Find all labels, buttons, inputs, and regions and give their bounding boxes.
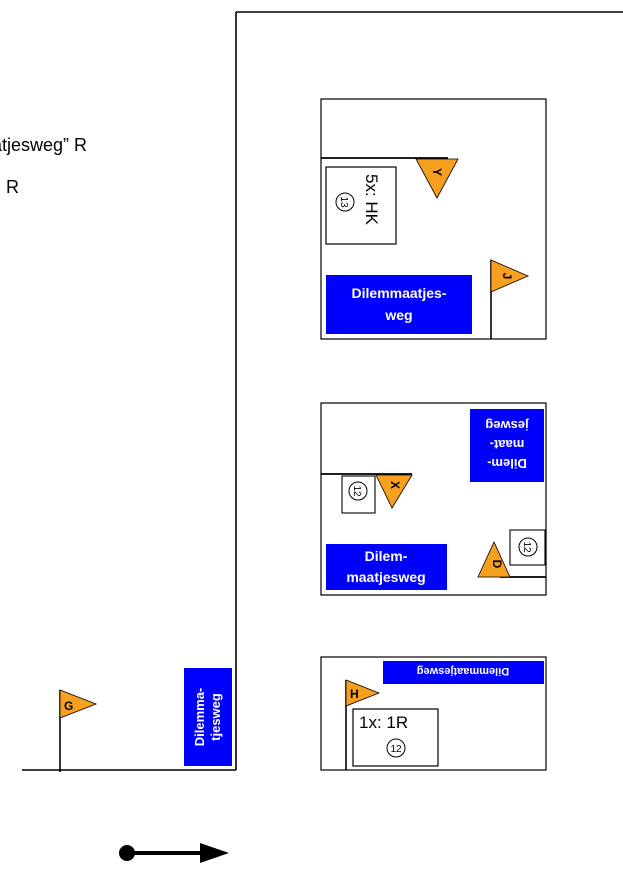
header-text-line2: R xyxy=(6,177,19,197)
panel-middle-rotated-sign: Dilem- maat- jesweg xyxy=(470,409,544,482)
panel-top-instruction-box: 5x: HK 13 xyxy=(325,166,397,245)
flag-g-label: G xyxy=(64,699,73,713)
panel-top-box-circle: 13 xyxy=(338,196,349,208)
panel-bottom-box-circle: 12 xyxy=(390,744,402,755)
panel-bottom-box-text: 1x: 1R xyxy=(359,713,408,732)
panel-bottom: Dilemmaatjesweg H 1x: 1R 12 xyxy=(320,656,547,771)
panel-middle-flag-x-label: X xyxy=(388,481,402,489)
direction-arrow-icon xyxy=(119,843,229,863)
street-sign-vertical-line2: tjesweg xyxy=(208,693,223,741)
panel-middle-street-sign: Dilem- maatjesweg xyxy=(326,544,447,590)
panel-middle-flag-x: X xyxy=(375,474,413,509)
panel-middle-flag-d-label: D xyxy=(490,560,504,569)
street-sign-vertical-line1: Dilemma- xyxy=(192,688,207,747)
panel-middle: Dilem- maat- jesweg 12 X Dilem- maatjesw… xyxy=(320,402,547,596)
panel-top-flag-j-label: J xyxy=(500,273,514,280)
panel-top-flag-y-label: Y xyxy=(430,168,444,176)
flag-g: G xyxy=(59,689,98,772)
panel-middle-rotated-line1: Dilem- xyxy=(487,456,527,471)
panel-middle-box-right-circle: 12 xyxy=(521,541,532,553)
panel-top-street-sign: Dilemmaatjes- weg xyxy=(326,275,472,334)
panel-middle-box-left: 12 xyxy=(341,475,376,514)
panel-middle-rotated-line3: jesweg xyxy=(485,418,529,433)
panel-top-sign-line2: weg xyxy=(384,307,412,323)
panel-bottom-flag-h: H xyxy=(345,679,381,770)
panel-top-flag-y: Y xyxy=(415,158,459,199)
street-sign-vertical: Dilemma- tjesweg xyxy=(184,668,232,766)
panel-top-sign-line1: Dilemmaatjes- xyxy=(352,285,447,301)
panel-middle-sign-line2: maatjesweg xyxy=(346,569,425,585)
header-text-line1: atjesweg” R xyxy=(0,135,87,155)
panel-middle-rotated-line2: maat- xyxy=(490,437,525,452)
panel-bottom-instruction-box: 1x: 1R 12 xyxy=(352,708,439,767)
panel-bottom-rotated-label: Dilemmaatjesweg xyxy=(417,665,509,677)
panel-top: 5x: HK 13 Y J Dilemmaatjes- weg xyxy=(320,98,547,340)
panel-middle-box-right: 12 xyxy=(509,529,546,566)
panel-middle-box-left-circle: 12 xyxy=(351,485,362,497)
panel-bottom-rotated-sign: Dilemmaatjesweg xyxy=(383,661,544,684)
panel-top-flag-j: J xyxy=(490,259,530,339)
panel-middle-sign-line1: Dilem- xyxy=(365,548,408,564)
panel-bottom-flag-h-label: H xyxy=(350,687,359,701)
panel-top-box-text: 5x: HK xyxy=(362,174,381,226)
main-road xyxy=(22,11,623,771)
panel-middle-flag-d: D xyxy=(477,541,511,578)
